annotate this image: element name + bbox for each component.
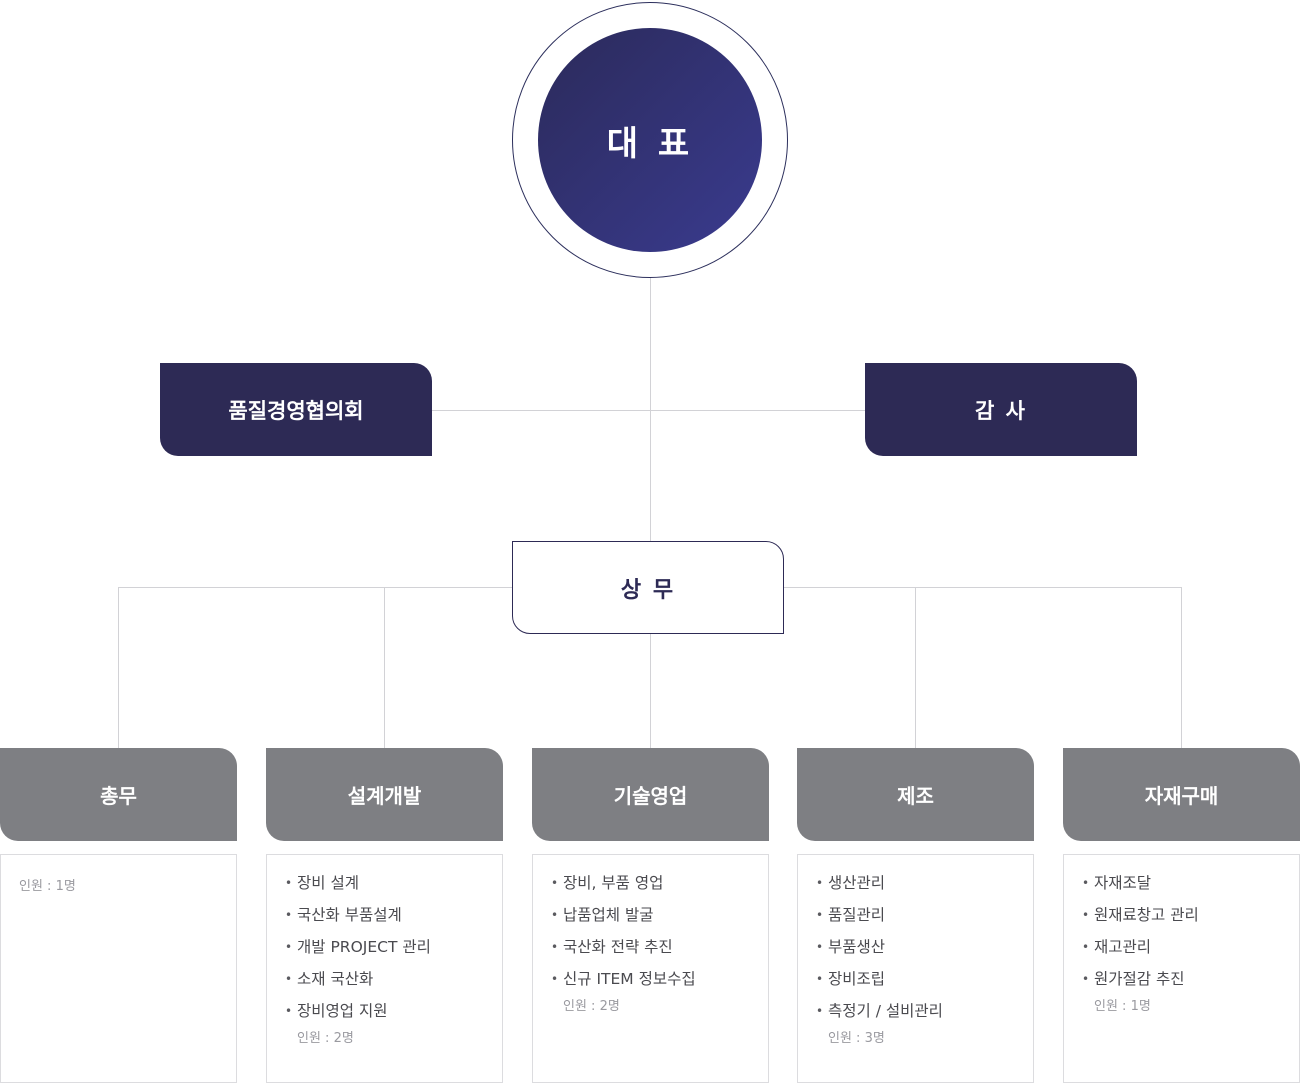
- duty-list: 장비, 부품 영업 납품업체 발굴 국산화 전략 추진 신규 ITEM 정보수집: [551, 873, 750, 1001]
- staff-count: 인원 : 3명: [828, 1031, 885, 1046]
- connector-exec-down: [650, 634, 651, 748]
- list-item: 신규 ITEM 정보수집: [551, 969, 750, 1001]
- executive-label: 상 무: [620, 577, 676, 603]
- staff-count: 인원 : 1명: [19, 879, 76, 894]
- list-item: 장비조립: [816, 969, 1015, 1001]
- staff-count: 인원 : 1명: [1094, 999, 1151, 1014]
- list-item: 자재조달: [1082, 873, 1281, 905]
- dept-header-design-dev: 설계개발: [266, 748, 503, 841]
- list-item: 원가절감 추진: [1082, 969, 1281, 1001]
- list-item: 원재료창고 관리: [1082, 905, 1281, 937]
- connector-dept-5: [1181, 587, 1182, 748]
- list-item: 국산화 전략 추진: [551, 937, 750, 969]
- connector-committee-auditor: [432, 410, 865, 411]
- dept-duties-design-dev: 장비 설계 국산화 부품설계 개발 PROJECT 관리 소재 국산화 장비영업…: [266, 854, 503, 1083]
- connector-dept-2: [384, 587, 385, 748]
- dept-name: 자재구매: [1144, 784, 1219, 808]
- auditor-label: 감 사: [975, 398, 1027, 423]
- dept-name: 설계개발: [347, 784, 422, 808]
- duty-list: 생산관리 품질관리 부품생산 장비조립 측정기 / 설비관리: [816, 873, 1015, 1033]
- dept-header-purchasing: 자재구매: [1063, 748, 1300, 841]
- auditor-node: 감 사: [865, 363, 1137, 456]
- list-item: 부품생산: [816, 937, 1015, 969]
- list-item: 재고관리: [1082, 937, 1281, 969]
- connector-dept-4: [915, 587, 916, 748]
- list-item: 납품업체 발굴: [551, 905, 750, 937]
- dept-header-manufacturing: 제조: [797, 748, 1034, 841]
- dept-header-tech-sales: 기술영업: [532, 748, 769, 841]
- dept-duties-purchasing: 자재조달 원재료창고 관리 재고관리 원가절감 추진 인원 : 1명: [1063, 854, 1300, 1083]
- list-item: 장비, 부품 영업: [551, 873, 750, 905]
- connector-dept-1: [118, 587, 119, 748]
- duty-list: 장비 설계 국산화 부품설계 개발 PROJECT 관리 소재 국산화 장비영업…: [285, 873, 484, 1033]
- dept-duties-manufacturing: 생산관리 품질관리 부품생산 장비조립 측정기 / 설비관리 인원 : 3명: [797, 854, 1034, 1083]
- list-item: 개발 PROJECT 관리: [285, 937, 484, 969]
- dept-duties-general-affairs: 인원 : 1명: [0, 854, 237, 1083]
- staff-count: 인원 : 2명: [297, 1031, 354, 1046]
- duty-list: 자재조달 원재료창고 관리 재고관리 원가절감 추진: [1082, 873, 1281, 1001]
- connector-ceo-to-exec: [650, 278, 651, 541]
- list-item: 생산관리: [816, 873, 1015, 905]
- dept-name: 총무: [100, 784, 137, 808]
- staff-count: 인원 : 2명: [563, 999, 620, 1014]
- list-item: 장비 설계: [285, 873, 484, 905]
- ceo-node: 대 표: [538, 28, 762, 252]
- dept-name: 제조: [897, 784, 934, 808]
- quality-committee-label: 품질경영협의회: [228, 398, 364, 423]
- list-item: 국산화 부품설계: [285, 905, 484, 937]
- list-item: 장비영업 지원: [285, 1001, 484, 1033]
- dept-name: 기술영업: [613, 784, 688, 808]
- executive-node: 상 무: [512, 541, 784, 634]
- list-item: 품질관리: [816, 905, 1015, 937]
- list-item: 소재 국산화: [285, 969, 484, 1001]
- quality-committee-node: 품질경영협의회: [160, 363, 432, 456]
- ceo-label: 대 표: [606, 123, 694, 164]
- dept-header-general-affairs: 총무: [0, 748, 237, 841]
- dept-duties-tech-sales: 장비, 부품 영업 납품업체 발굴 국산화 전략 추진 신규 ITEM 정보수집…: [532, 854, 769, 1083]
- list-item: 측정기 / 설비관리: [816, 1001, 1015, 1033]
